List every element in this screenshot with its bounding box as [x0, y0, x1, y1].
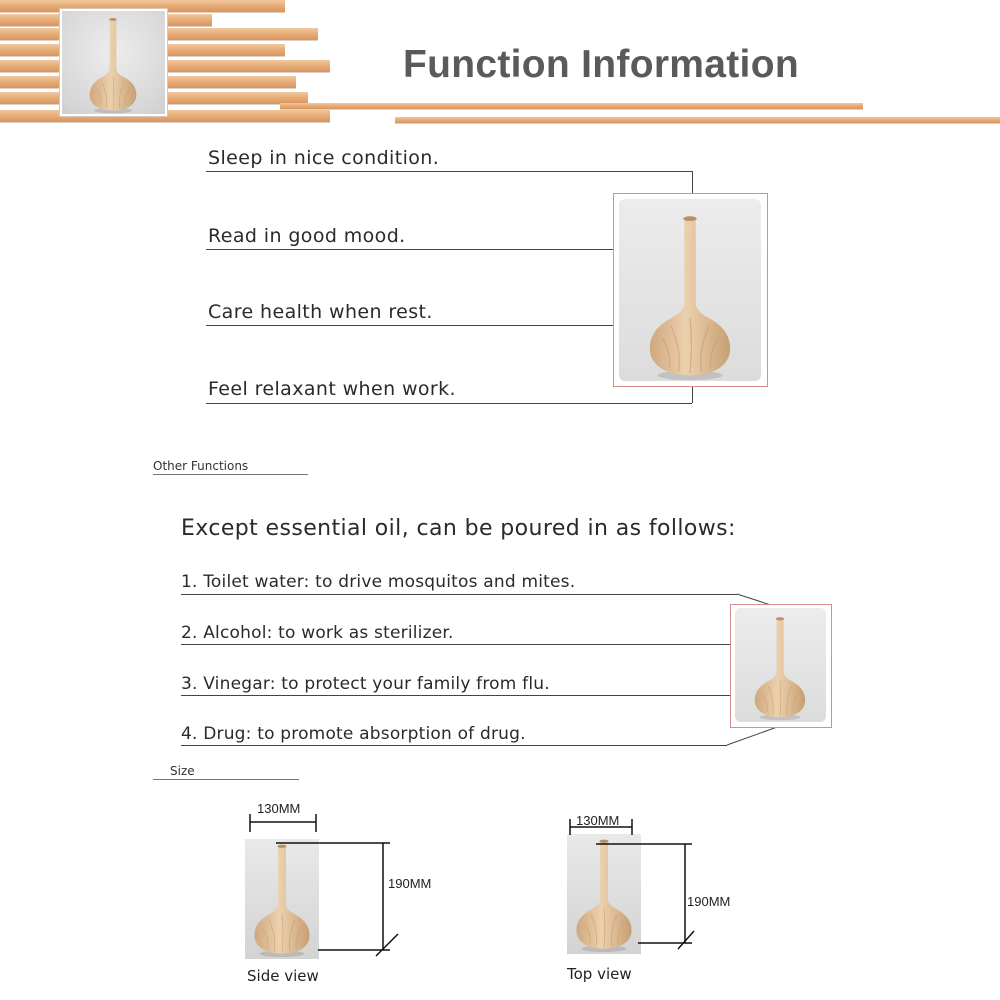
leader-line — [181, 695, 737, 696]
feature-item: Care health when rest. — [208, 301, 433, 323]
wood-plank — [395, 117, 1000, 123]
leader-line — [206, 403, 692, 404]
list-item: 3. Vinegar: to protect your family from … — [181, 674, 550, 694]
top-view-caption: Top view — [567, 965, 632, 983]
side-view-dimension-lines — [249, 814, 399, 957]
leader-line — [206, 249, 618, 250]
side-view-photo — [245, 839, 319, 959]
leader-line — [692, 171, 693, 196]
section-label-size: Size — [170, 764, 195, 778]
feature-item: Feel relaxant when work. — [208, 378, 456, 400]
top-view-height-label: 190MM — [687, 894, 731, 909]
section-underline — [153, 474, 308, 475]
feature-item: Sleep in nice condition. — [208, 147, 440, 169]
leader-line — [181, 644, 737, 645]
top-view-photo — [567, 834, 641, 954]
side-view-height-label: 190MM — [388, 876, 432, 891]
leader-line — [692, 386, 693, 403]
section-underline — [153, 779, 299, 780]
product-photo — [735, 608, 826, 722]
feature-item: Read in good mood. — [208, 225, 406, 247]
product-photo — [619, 199, 761, 381]
leader-line — [206, 325, 618, 326]
leader-line — [181, 594, 737, 595]
side-view-caption: Side view — [247, 967, 319, 985]
leader-line — [181, 745, 727, 746]
list-item: 1. Toilet water: to drive mosquitos and … — [181, 572, 576, 592]
side-view-width-label: 130MM — [257, 801, 301, 816]
other-functions-intro: Except essential oil, can be poured in a… — [181, 516, 736, 541]
section-label-other-functions: Other Functions — [153, 459, 249, 473]
top-view-width-label: 130MM — [576, 813, 620, 828]
list-item: 2. Alcohol: to work as sterilizer. — [181, 623, 454, 643]
wood-plank — [280, 103, 863, 109]
header-product-image — [60, 9, 167, 116]
list-item: 4. Drug: to promote absorption of drug. — [181, 724, 526, 744]
leader-line — [206, 171, 692, 172]
top-view-dimension-lines — [569, 819, 695, 950]
page-title: Function Information — [403, 43, 799, 86]
